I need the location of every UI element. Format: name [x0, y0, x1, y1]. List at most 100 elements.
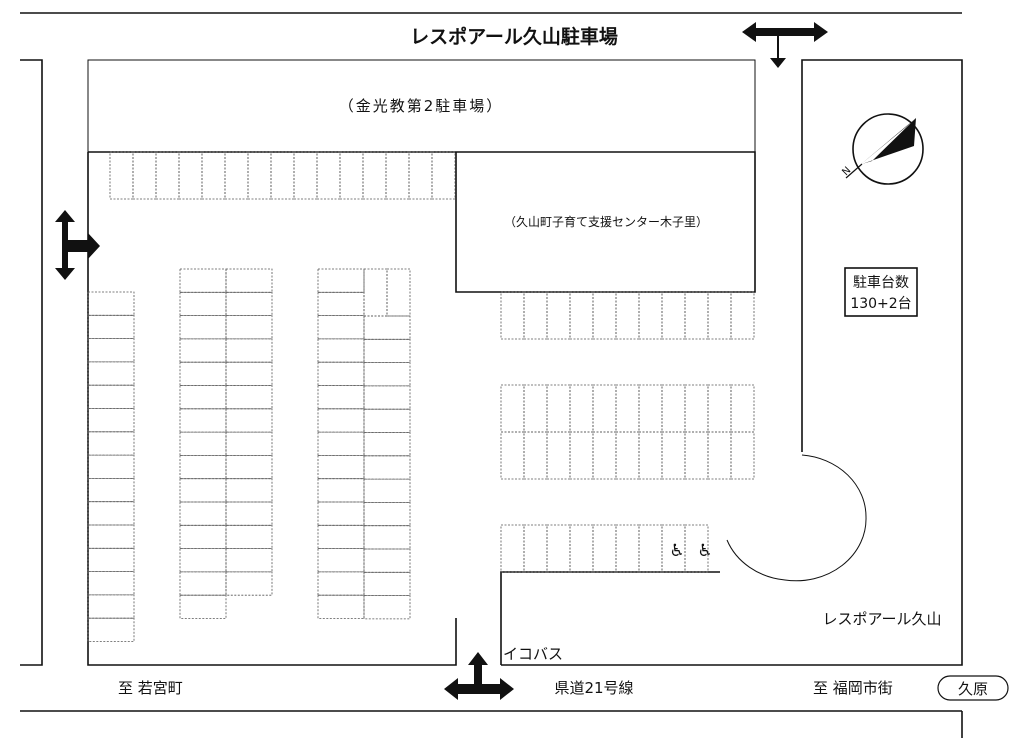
parking-stall	[87, 501, 135, 526]
map-title: レスポアール久山駐車場	[410, 25, 618, 48]
parking-stall	[317, 361, 365, 386]
svg-text:♿: ♿	[669, 541, 684, 561]
parking-stall	[179, 594, 227, 619]
parking-stall	[684, 291, 709, 340]
t-arrow-icon	[742, 22, 828, 68]
parking-stall	[546, 384, 571, 433]
road-label: 県道21号線	[554, 679, 633, 697]
parking-stall	[317, 524, 365, 549]
parking-stall	[730, 291, 755, 340]
kubara-route-badge	[937, 675, 1009, 701]
parking-stall	[569, 431, 594, 480]
parking-stall	[179, 501, 227, 526]
parking-stall	[225, 548, 273, 573]
left-road-edge	[20, 59, 43, 666]
parking-stall	[363, 571, 411, 596]
parking-stall	[638, 431, 663, 480]
parking-stall	[615, 384, 640, 433]
parking-stall	[317, 385, 365, 410]
parking-stall	[179, 361, 227, 386]
parking-stall	[363, 268, 388, 317]
parking-stall	[317, 501, 365, 526]
parking-stall	[362, 151, 387, 200]
parking-stall	[363, 362, 411, 387]
parking-stall	[363, 501, 411, 527]
parking-stall	[569, 384, 594, 433]
parking-stall	[87, 431, 135, 456]
parking-stall	[225, 478, 273, 503]
parking-stall	[408, 151, 433, 200]
parking-stall	[317, 431, 365, 456]
t-arrow-icon	[55, 210, 100, 280]
to-fukuoka-label: 至 福岡市街	[813, 679, 893, 697]
parking-stall	[363, 478, 411, 503]
parking-stall	[178, 151, 203, 200]
parking-stall	[179, 478, 227, 503]
parking-stall	[363, 595, 411, 620]
compass-north-label: N	[840, 165, 853, 178]
parking-stall	[615, 524, 640, 573]
parking-stall	[500, 431, 525, 480]
parking-stall	[225, 268, 273, 293]
parking-stall	[179, 524, 227, 549]
parking-stall	[87, 454, 135, 479]
parking-stall	[638, 384, 663, 433]
parking-stall	[707, 291, 732, 340]
parking-stall	[500, 291, 525, 340]
parking-stalls	[87, 151, 755, 642]
parking-stall	[179, 431, 227, 456]
parking-stall	[87, 477, 135, 503]
to-wakamiya-label: 至 若宮町	[118, 679, 183, 697]
parking-stall	[569, 291, 594, 340]
svg-text:♿: ♿	[697, 541, 712, 561]
parking-stall	[179, 385, 227, 410]
parking-stall	[87, 547, 135, 572]
parking-stall	[615, 291, 640, 340]
parking-stall	[730, 431, 755, 480]
parking-stall	[592, 524, 617, 573]
parking-stall	[317, 594, 365, 619]
parking-stall	[225, 361, 273, 386]
parking-stall	[155, 151, 180, 200]
parking-stall	[225, 431, 273, 456]
parking-stall	[546, 524, 571, 573]
capacity-count: 130+2台	[850, 296, 911, 312]
accessible-parking-icon: ♿	[697, 541, 712, 561]
parking-stall	[317, 338, 365, 363]
building-label: レスポアール久山	[822, 610, 941, 628]
parking-stall	[317, 315, 365, 340]
parking-stall	[179, 268, 227, 293]
parking-stall	[224, 151, 249, 200]
parking-stall	[87, 594, 135, 619]
kosodate-center-building	[455, 151, 756, 293]
parking-stall	[317, 478, 365, 503]
parking-stall	[386, 268, 411, 317]
parking-stall	[225, 454, 273, 480]
parking-stall	[317, 268, 365, 293]
parking-stall	[363, 408, 411, 433]
parking-stall	[363, 455, 411, 480]
parking-stall	[225, 385, 273, 410]
parking-stall	[661, 431, 686, 480]
parking-stall	[523, 384, 548, 433]
parking-stall	[661, 291, 686, 340]
t-arrow-icon	[444, 652, 514, 700]
roundabout-curve	[726, 454, 867, 582]
parking-stall	[225, 291, 273, 316]
parking-stall	[592, 384, 617, 433]
parking-stall	[546, 291, 571, 340]
konkokyo-parking-label: （金光教第2駐車場）	[339, 97, 504, 115]
parking-stall	[363, 315, 411, 340]
parking-stall	[87, 384, 135, 409]
parking-stall	[179, 571, 227, 596]
parking-stall	[317, 408, 365, 433]
parking-stall	[500, 524, 525, 573]
parking-stall	[87, 314, 135, 339]
parking-stall	[363, 338, 411, 363]
parking-stall	[707, 431, 732, 480]
parking-stall	[87, 524, 135, 549]
parking-stall	[225, 524, 273, 549]
parking-stall	[225, 408, 273, 433]
kosodate-center-label: （久山町子育て支援センター木子里）	[504, 214, 708, 229]
parking-stall	[87, 617, 135, 642]
